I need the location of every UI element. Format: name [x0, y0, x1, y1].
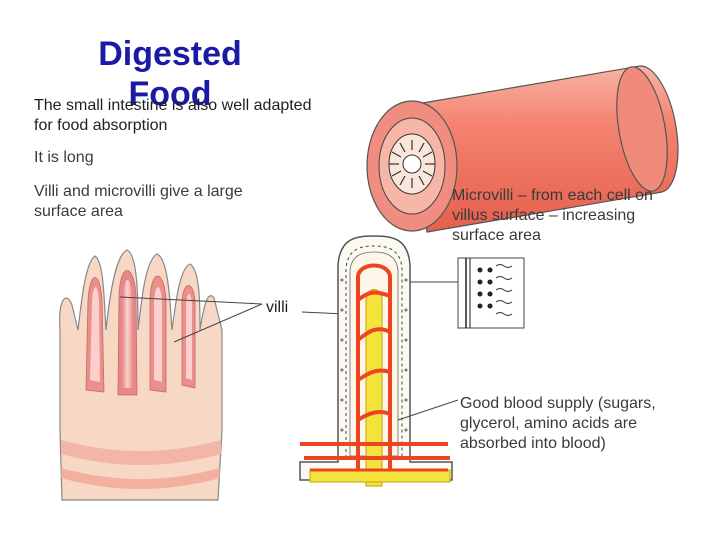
- microvilli-caption: Microvilli – from each cell on villus su…: [452, 186, 653, 246]
- microvilli-caption-line-3: surface area: [452, 227, 541, 244]
- point-long: It is long: [34, 149, 94, 166]
- microvilli-caption-line-1: Microvilli – from each cell on: [452, 187, 653, 204]
- blood-pointer-line: [397, 399, 459, 421]
- blood-caption-line-1: Good blood supply (sugars,: [460, 395, 656, 412]
- lacteal: [365, 289, 383, 487]
- intestine-tube-illustration: [366, 65, 679, 233]
- microvilli-caption-line-2: villus surface – increasing: [452, 207, 636, 224]
- villi-cluster-illustration: [59, 249, 223, 501]
- page-title-line-1: Digested: [98, 35, 242, 73]
- microvilli-detail: [410, 257, 525, 329]
- capillary-network: [304, 263, 450, 470]
- intro-text: The small intestine is also well adapted…: [34, 96, 311, 136]
- blood-caption-line-2: glycerol, amino acids are: [460, 415, 637, 432]
- blood-caption-line-3: absorbed into blood): [460, 435, 606, 452]
- page-title-line-2: Food: [128, 75, 212, 113]
- intro-line-2: for food absorption: [34, 117, 168, 134]
- intro-line-1: The small intestine is also well adapted: [34, 97, 312, 114]
- page-title: Digested Food: [0, 34, 340, 114]
- point-villi: Villi and microvilli give a large surfac…: [34, 182, 243, 222]
- villus-cross-section: [299, 235, 453, 487]
- villus-cells: [340, 278, 408, 432]
- tube-folds: [389, 140, 435, 188]
- blood-caption: Good blood supply (sugars, glycerol, ami…: [460, 394, 656, 454]
- point-villi-line-1: Villi and microvilli give a large: [34, 183, 243, 200]
- point-villi-line-2: surface area: [34, 203, 123, 220]
- villi-label: villi: [266, 299, 289, 316]
